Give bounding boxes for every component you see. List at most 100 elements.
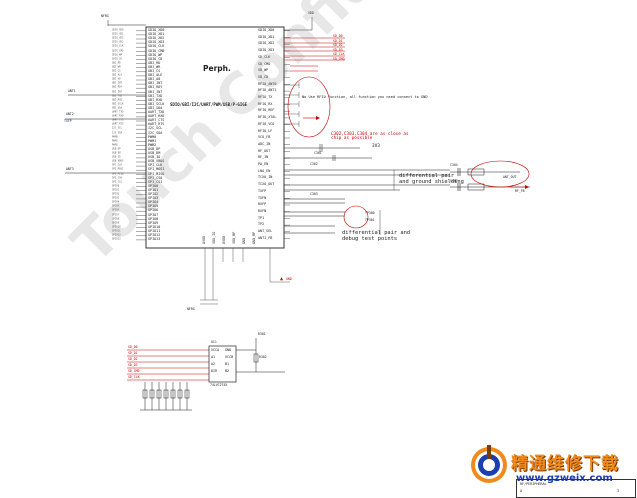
ant-out-label: ANT_OUT <box>503 175 517 179</box>
bus-net-label: SD_D0 <box>128 345 138 349</box>
left-pin-stubs <box>136 30 146 241</box>
ic-left-pin-number: GBI_CS <box>112 69 121 73</box>
cap-label-3: C303 <box>310 192 318 196</box>
ic-left-pin-number: SPI_CLK <box>112 163 123 167</box>
ic-left-pin-label: USB_DM <box>148 151 161 155</box>
ic-right-pin-label: TP2 <box>258 222 265 227</box>
ic-right-pin-label: TXFN <box>258 195 267 200</box>
ic-left-pin-label: SPI_CS0 <box>148 175 163 180</box>
ic-left-pin-number: GPIO11 <box>112 229 121 232</box>
ic-left-pin-label: UART_CTS <box>148 118 165 123</box>
ic-left-pin-label: GBI_CS <box>148 69 161 73</box>
ic-left-pin-number: GPIO5 <box>112 204 120 208</box>
ic-left-pin-label: SPI_MOSI <box>148 167 165 172</box>
ic-left-pin-number: GBI_WR <box>112 65 121 68</box>
ic-left-pin-number: SDIO_CMD <box>112 48 124 52</box>
title-block-title: RF/PERIPHERAL <box>520 482 547 486</box>
ic-left-pin-label: GPIO3 <box>148 196 159 201</box>
small-ic-pin-label: VCCB <box>225 355 234 359</box>
ic-left-pin-number: SPI_CS1 <box>112 179 123 183</box>
ic-left-pin-label: USB_ID <box>148 155 161 160</box>
small-ic-body <box>208 345 237 383</box>
ic-right-pin-label: RFIO_TX <box>258 95 273 99</box>
net-label-left-1: ANT1 <box>68 89 76 93</box>
ic-left-pin-label: SDIO_XD1 <box>148 32 165 37</box>
ic-left-pin-number: SDIO_XD0 <box>112 28 124 32</box>
ic-left-pin-number: SDIO_CD <box>112 56 123 60</box>
ic-left-pin-label: GPIO1 <box>148 187 159 192</box>
ic-left-pin-number: GPIO9 <box>112 220 120 224</box>
cap-label-1: C301 <box>314 151 322 155</box>
svg-text:▲: ▲ <box>280 276 283 282</box>
brand-logo: 精通维修下载 www.gzweix.com <box>468 440 633 490</box>
ic-left-pin-number: GPIO1 <box>112 188 120 191</box>
ic-right-pin-label: RFIO_XTAL <box>258 115 277 120</box>
small-ic-pin-label: A2 <box>211 362 216 366</box>
wrench-logo-icon <box>471 445 507 483</box>
ic-right-pin-label: TP1 <box>258 215 265 220</box>
right-top-net-label: SD_D3 <box>333 47 343 52</box>
net-label-left-4: ANT3 <box>66 167 74 171</box>
ic-right-pin-label: VCO_FB <box>258 135 271 140</box>
ic-left-pin-label: GPIO9 <box>148 220 159 225</box>
res-label-1: R301 <box>258 332 266 336</box>
ic-left-pin-number: GPIO8 <box>112 216 120 220</box>
ic-left-pin-label: USB_VBUS <box>148 159 165 164</box>
ic-left-pin-label: GPIO12 <box>148 233 161 237</box>
res-label-2: R302 <box>259 355 267 359</box>
ic-left-pin-number: SDIO_XD2 <box>112 36 124 40</box>
diff-pair-note-1: differential pair <box>399 173 455 179</box>
power-label: 3V3 <box>372 144 380 149</box>
ic-right-pin-label: ANTI_FB <box>258 235 273 240</box>
ic-left-pin-label: SPI_MISO <box>148 171 165 176</box>
title-block: RF/PERIPHERAL A 3 <box>516 479 636 498</box>
rfio-highlight-ellipse <box>287 76 331 138</box>
small-ic-pin-label: B2 <box>225 369 230 373</box>
right-top-net-label: SD_D0 <box>333 34 343 38</box>
ic-left-pin-number: GBI_RDY <box>112 85 123 89</box>
bus-net-label: SD_D3 <box>128 363 138 367</box>
ic-left-pin-number: SDIO_WP <box>112 52 123 56</box>
ic-left-pin-number: GPIO2 <box>112 192 120 196</box>
ic-left-pin-label: GPIO6 <box>148 208 159 213</box>
ic-left-pin-number: GBI_SCLK <box>112 102 124 105</box>
tp-highlight-ellipse <box>343 205 369 229</box>
ic-right-pin-label: TCXO_OUT <box>258 182 275 187</box>
bus-net-label: SD_D2 <box>128 357 138 361</box>
ic-right-pin-label: SDIO_XD1 <box>258 34 275 39</box>
ic-left-pin-label: GBI_INT <box>148 81 163 86</box>
cap-label-2: C302 <box>310 162 318 166</box>
diff-pair-note-1b: and ground shielding <box>399 179 464 185</box>
ic-right-pin-label: RFIO_LF <box>258 128 273 133</box>
ic-right-pin-label: RFIO_ANT1 <box>258 88 277 93</box>
ic-left-pin-number: PWM2 <box>112 143 118 146</box>
ic-right-pin-label: ANT_SEL <box>258 229 273 233</box>
ic-left-pin-number: I2C_SCL <box>112 126 123 130</box>
ic-left-pin-number: GPIO4 <box>112 200 120 204</box>
ic-left-pin-number: UART_RXD <box>112 114 124 118</box>
ic-bottom-pin-label: GND <box>242 237 246 244</box>
ic-left-pin-label: SDIO_CMD <box>148 48 165 53</box>
ic-left-pin-label: GPIO2 <box>148 192 159 196</box>
ic-left-pin-number: GBI_RXD <box>112 97 123 101</box>
ic-left-pin-number: GBI_SDA <box>112 106 123 109</box>
ic-right-pin-label: RFIO_VCO <box>258 121 275 126</box>
ic-left-pin-number: GBI_INT <box>112 81 123 85</box>
ic-left-pin-label: SDIO_CD <box>148 56 163 61</box>
ic-left-pin-label: GPIO13 <box>148 237 161 242</box>
bus-net-label: SD_CLK <box>128 375 140 379</box>
caps-note: C302,C303,C304 are as close as chip as p… <box>331 132 409 142</box>
ic-left-pin-label: SDIO_XD3 <box>148 40 165 45</box>
ic-left-pin-label: SDIO_XD2 <box>148 36 165 41</box>
title-block-rev: A <box>520 489 523 493</box>
ic-left-pin-label: GBI_RDY <box>148 85 163 90</box>
ic-left-pin-number: PWM0 <box>112 134 118 138</box>
cap-label-4: C304 <box>450 163 458 167</box>
ic-left-pin-number: GPIO3 <box>112 196 120 200</box>
ic-left-pin-number: GPIO13 <box>112 237 121 241</box>
ic-left-pin-label: GBI_INT <box>148 89 163 94</box>
net-label-left-2: ANT2 <box>66 112 74 116</box>
ic-left-pin-label: GPIO10 <box>148 224 161 229</box>
fb-out-label: RF_FB <box>515 189 525 193</box>
